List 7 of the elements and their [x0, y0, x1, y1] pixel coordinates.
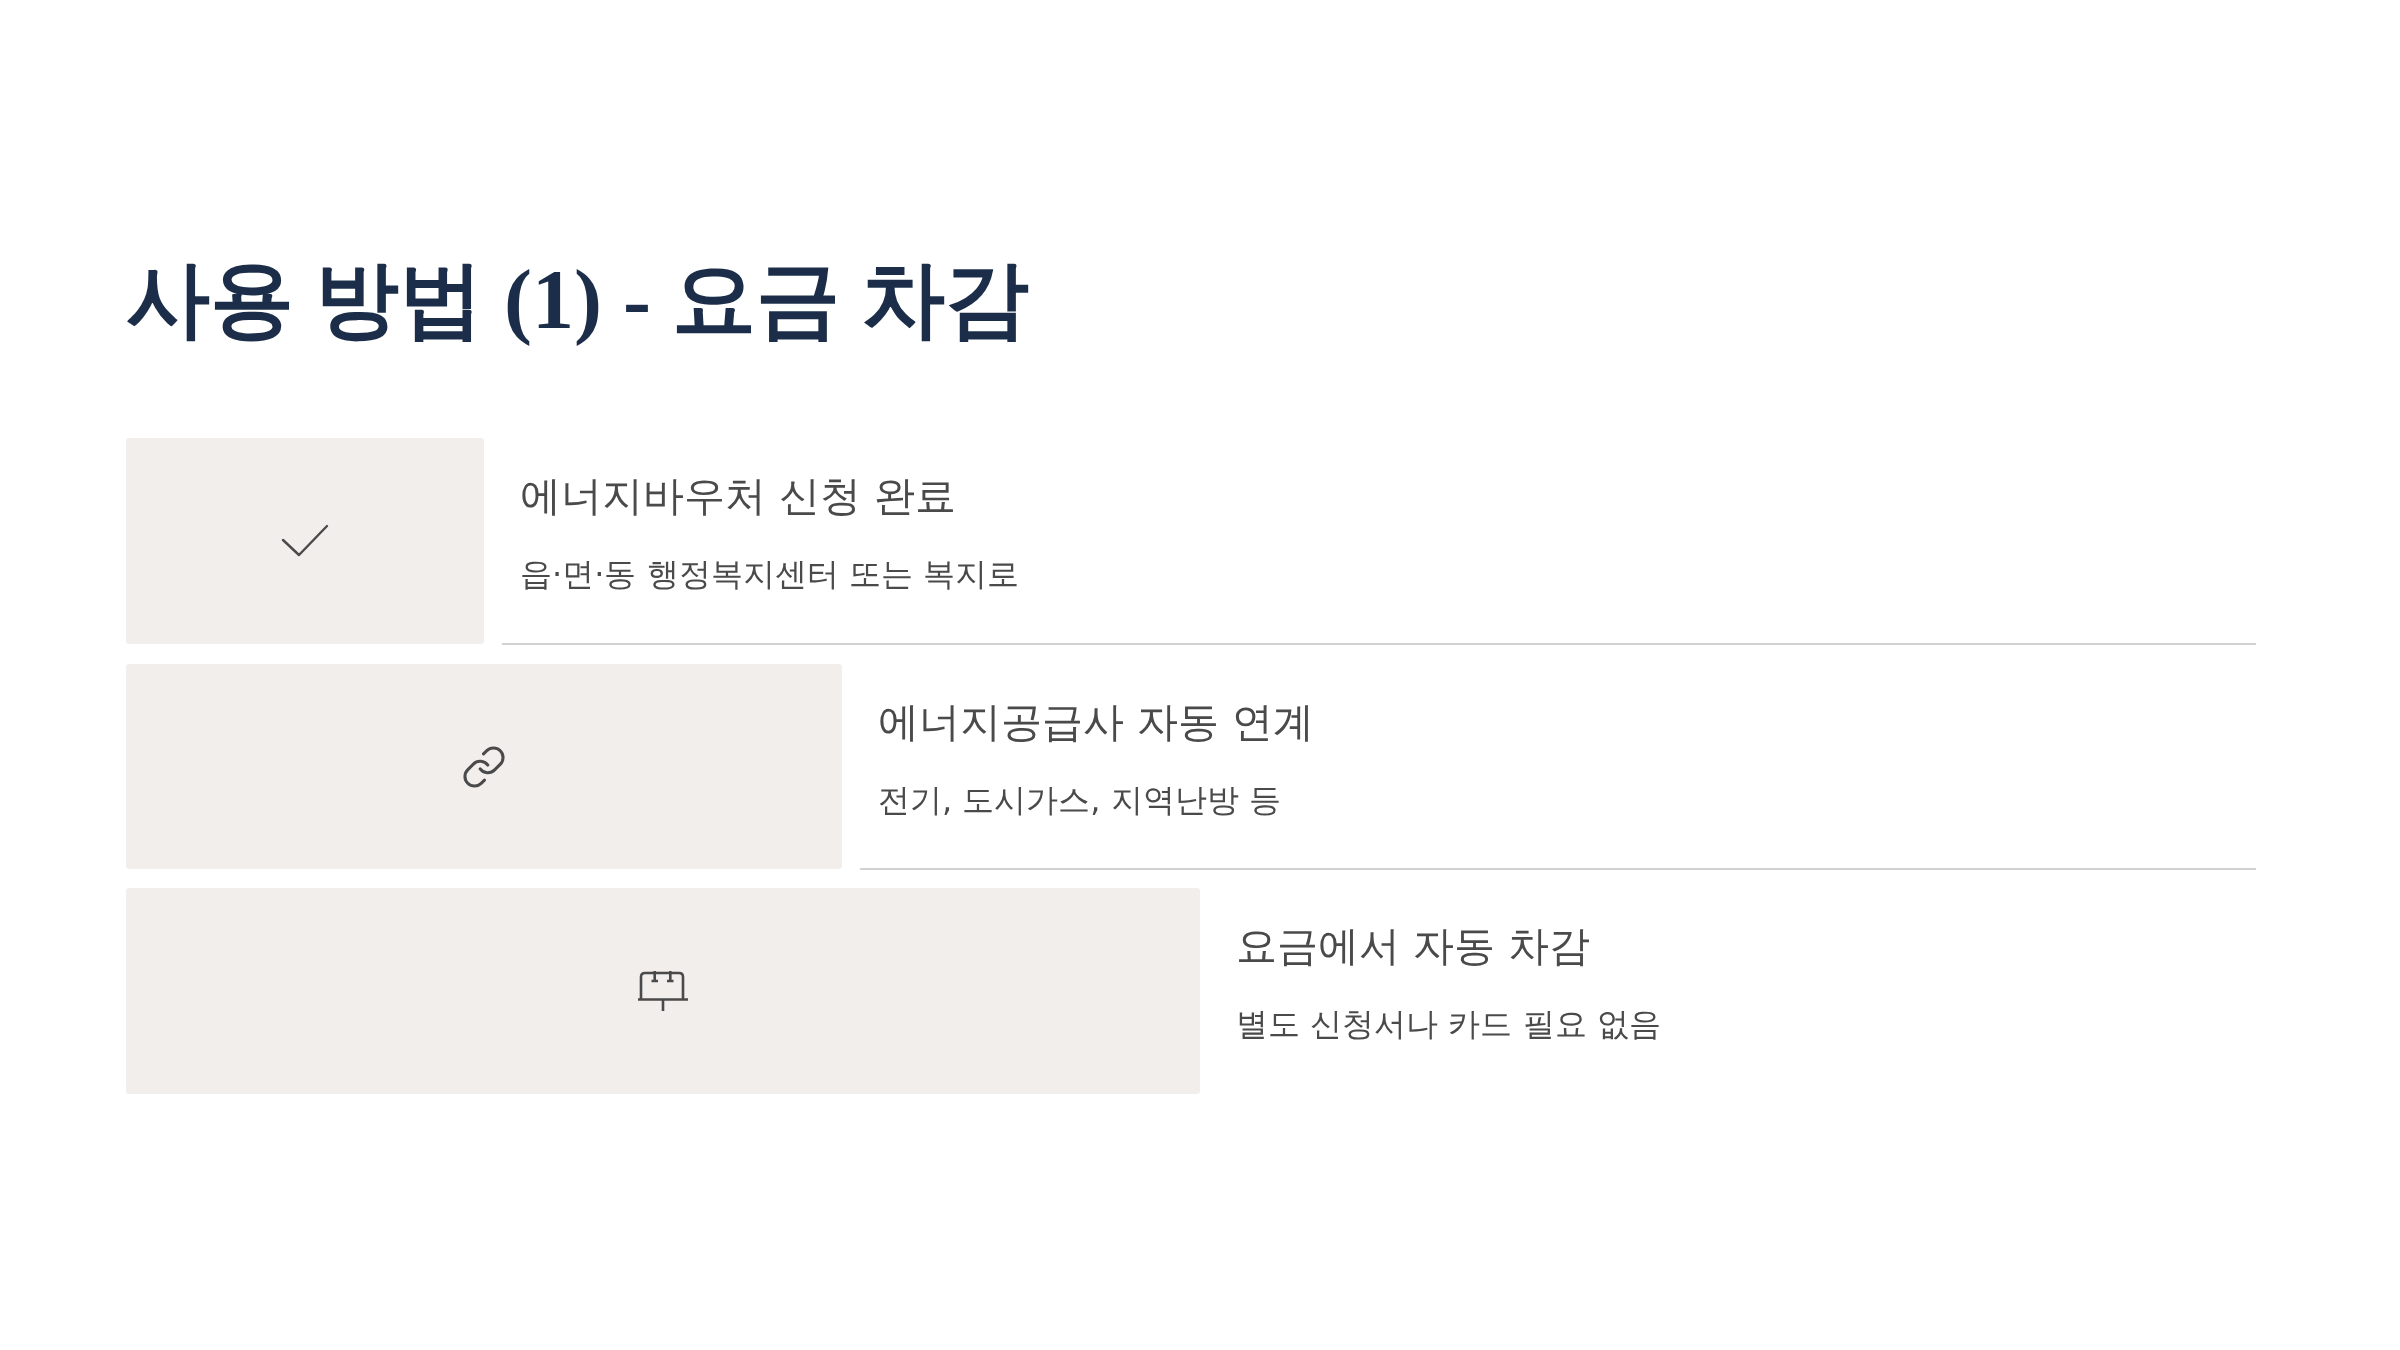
step-description: 읍·면·동 행정복지센터 또는 복지로 [520, 555, 1019, 594]
slide-title: 사용 방법 (1) - 요금 차감 [126, 254, 1029, 347]
step-description: 별도 신청서나 카드 필요 없음 [1236, 1005, 1661, 1044]
step-heading: 요금에서 자동 차감 [1236, 922, 1591, 972]
step-heading: 에너지바우처 신청 완료 [520, 472, 957, 522]
step-description: 전기, 도시가스, 지역난방 등 [878, 781, 1281, 820]
step-heading: 에너지공급사 자동 연계 [878, 698, 1315, 748]
